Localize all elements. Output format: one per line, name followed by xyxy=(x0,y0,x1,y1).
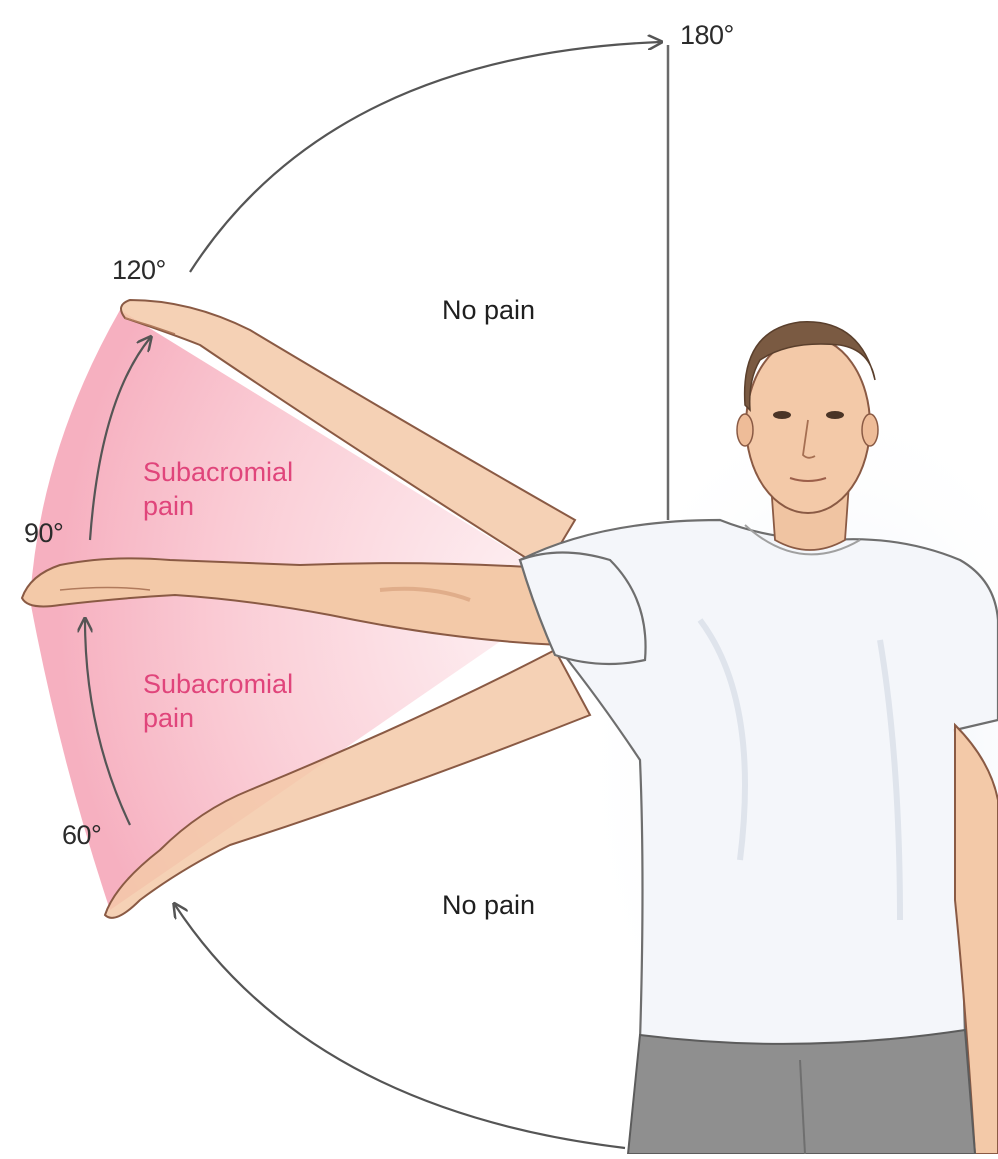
angle-label-60: 60° xyxy=(62,820,101,851)
subacromial-pain-upper-line2: pain xyxy=(143,489,293,523)
subacromial-pain-lower-line2: pain xyxy=(143,701,293,735)
no-pain-lower-label: No pain xyxy=(442,890,535,921)
subacromial-pain-lower-label: Subacromial pain xyxy=(143,667,293,735)
no-pain-upper-label: No pain xyxy=(442,295,535,326)
subacromial-pain-upper-label: Subacromial pain xyxy=(143,455,293,523)
angle-label-90: 90° xyxy=(24,518,63,549)
subacromial-pain-upper-line1: Subacromial xyxy=(143,455,293,489)
arc-arrow-120-to-180 xyxy=(190,42,660,272)
angle-label-180: 180° xyxy=(680,20,734,51)
subacromial-pain-lower-line1: Subacromial xyxy=(143,667,293,701)
angle-label-120: 120° xyxy=(112,255,166,286)
